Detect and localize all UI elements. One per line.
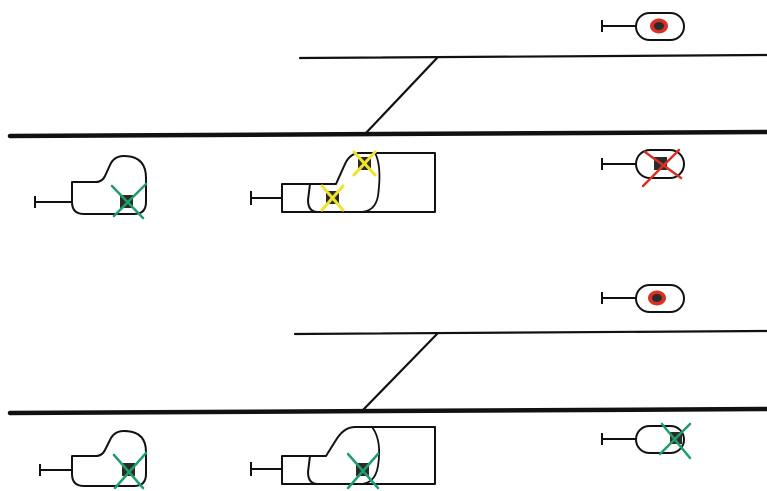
lower-main-track	[7, 406, 767, 416]
lower-diagram	[7, 284, 767, 490]
lower-siding-track	[293, 329, 767, 336]
lower-signal-single-green-cross	[601, 422, 692, 460]
lower-signal-single-red	[601, 284, 685, 313]
lower-crossover-track	[360, 332, 439, 413]
lower-signal-junction-green	[250, 426, 436, 490]
upper-main-track	[7, 129, 767, 139]
upper-signal-dwarf-green	[34, 155, 148, 220]
upper-signal-single-red-cross	[601, 148, 685, 188]
upper-siding-track	[298, 53, 767, 60]
upper-signal-junction-yellow	[250, 150, 436, 213]
upper-signal-single-red	[601, 12, 685, 41]
upper-diagram	[7, 12, 767, 220]
lower-signal-dwarf-green	[39, 430, 148, 490]
upper-crossover-track	[363, 56, 439, 136]
